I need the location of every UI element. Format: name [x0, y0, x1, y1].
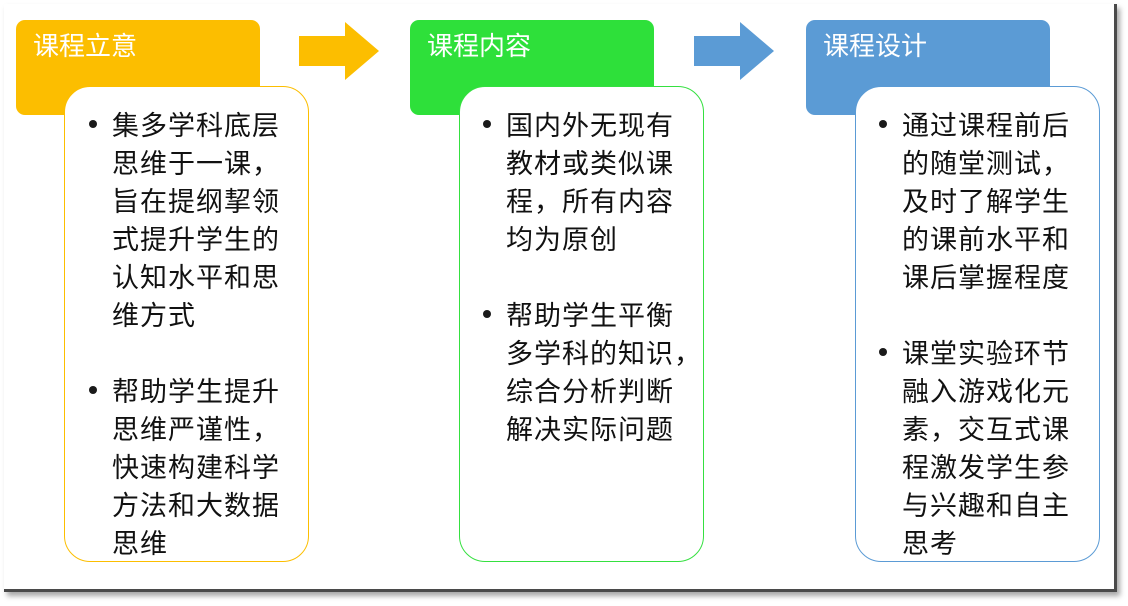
- text-line: 及时了解学生: [902, 187, 1070, 218]
- text-line: 综合分析判断: [506, 377, 674, 408]
- header-title: 课程内容: [427, 32, 532, 62]
- text-line: 多学科的知识，: [506, 339, 702, 370]
- text-line: 方法和大数据: [112, 491, 280, 522]
- bullet-item: 通过课程前后 的随堂测试， 及时了解学生 的课前水平和 课后掌握程度: [879, 108, 1099, 298]
- text-line: 课后掌握程度: [902, 263, 1070, 294]
- text-line: 的随堂测试，: [902, 149, 1070, 180]
- text-line: 帮助学生平衡: [506, 301, 674, 332]
- text-line: 的课前水平和: [902, 225, 1070, 256]
- text-line: 思维: [112, 529, 168, 560]
- text-line: 思考: [902, 529, 958, 560]
- text-line: 课堂实验环节: [902, 339, 1070, 370]
- text-line: 认知水平和思: [112, 263, 280, 294]
- text-line: 维方式: [112, 301, 196, 332]
- bullet-item: 帮助学生提升 思维严谨性， 快速构建科学 方法和大数据 思维: [89, 374, 308, 564]
- bullet-dot: [879, 348, 887, 356]
- bullet-dot: [89, 386, 97, 394]
- right-arrow-icon: [694, 22, 774, 80]
- text-line: 集多学科底层: [112, 111, 280, 142]
- text-line: 思维严谨性，: [112, 415, 280, 446]
- bullet-dot: [483, 120, 491, 128]
- header-title: 课程立意: [33, 32, 138, 62]
- text-line: 帮助学生提升: [112, 377, 280, 408]
- text-line: 解决实际问题: [506, 415, 674, 446]
- text-line: 素，交互式课: [902, 415, 1070, 446]
- bullet-item: 课堂实验环节 融入游戏化元 素，交互式课 程激发学生参 与兴趣和自主 思考: [879, 336, 1099, 564]
- text-line: 教材或类似课: [506, 149, 674, 180]
- text-line: 通过课程前后: [902, 111, 1070, 142]
- text-line: 旨在提纲挈领: [112, 187, 280, 218]
- bullet-item: 国内外无现有 教材或类似课 程，所有内容 均为原创: [483, 108, 703, 260]
- text-line: 融入游戏化元: [902, 377, 1070, 408]
- bullet-dot: [879, 120, 887, 128]
- card-course-design: 通过课程前后 的随堂测试， 及时了解学生 的课前水平和 课后掌握程度 课堂实验环…: [855, 86, 1100, 562]
- header-title: 课程设计: [823, 32, 928, 62]
- text-line: 程激发学生参: [902, 453, 1070, 484]
- text-line: 式提升学生的: [112, 225, 280, 256]
- text-line: 国内外无现有: [506, 111, 674, 142]
- text-line: 与兴趣和自主: [902, 491, 1070, 522]
- right-arrow-icon: [299, 22, 379, 80]
- text-line: 快速构建科学: [112, 453, 280, 484]
- text-line: 均为原创: [506, 225, 618, 256]
- bullet-item: 集多学科底层 思维于一课， 旨在提纲挈领 式提升学生的 认知水平和思 维方式: [89, 108, 308, 336]
- bullet-item: 帮助学生平衡 多学科的知识， 综合分析判断 解决实际问题: [483, 298, 703, 450]
- text-line: 思维于一课，: [112, 149, 280, 180]
- card-course-purpose: 集多学科底层 思维于一课， 旨在提纲挈领 式提升学生的 认知水平和思 维方式 帮…: [64, 86, 309, 562]
- bullet-dot: [89, 120, 97, 128]
- card-course-content: 国内外无现有 教材或类似课 程，所有内容 均为原创 帮助学生平衡 多学科的知识，…: [459, 86, 704, 562]
- bullet-dot: [483, 310, 491, 318]
- text-line: 程，所有内容: [506, 187, 674, 218]
